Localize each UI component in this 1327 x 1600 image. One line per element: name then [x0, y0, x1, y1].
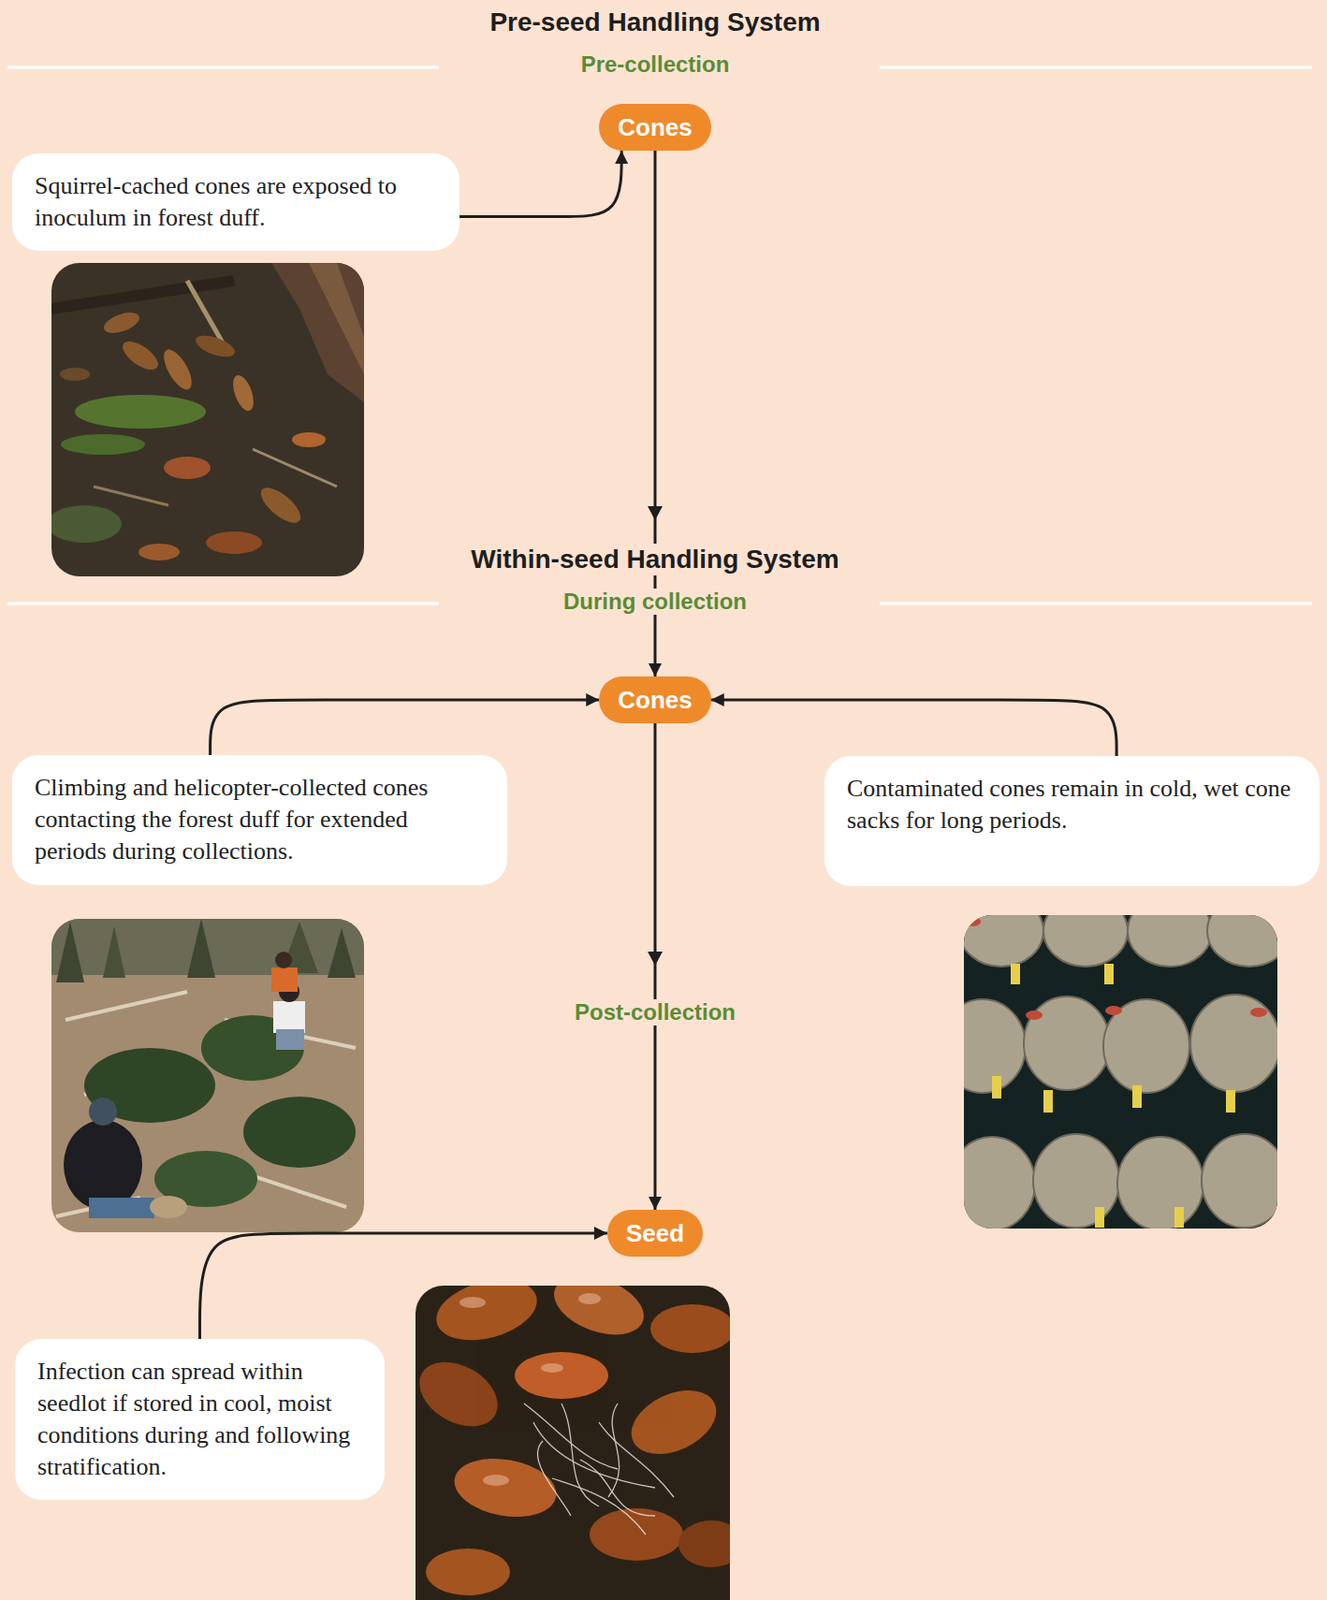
- flow-arrow: [654, 723, 657, 1211]
- note-box: Climbing and helicopter-collected cones …: [12, 755, 508, 886]
- section-heading: Pre-seed Handling System: [478, 6, 832, 39]
- phase-label: Pre-collection: [569, 51, 742, 79]
- divider-rules: [7, 67, 1313, 604]
- stage-name: Cones: [617, 112, 692, 143]
- infected-seed-photo: [415, 1285, 730, 1600]
- stage-pill: Cones: [598, 103, 711, 151]
- phase-label: During collection: [552, 588, 759, 616]
- cone-collection-photo: [51, 918, 365, 1233]
- stage-pill: Cones: [598, 676, 711, 724]
- flow-arrow: [459, 150, 622, 218]
- stage-name: Seed: [626, 1218, 685, 1249]
- flow-arrow: [200, 1233, 608, 1340]
- cone-sacks-photo: [963, 915, 1278, 1229]
- note-text: Infection can spread within seedlot if s…: [37, 1356, 361, 1484]
- note-text: Contaminated cones remain in cold, wet c…: [846, 772, 1296, 837]
- flow-arrow: [711, 699, 1117, 757]
- stage-name: Cones: [617, 685, 692, 715]
- note-box: Contaminated cones remain in cold, wet c…: [824, 756, 1320, 887]
- section-heading: Within-seed Handling System: [459, 543, 850, 576]
- note-text: Climbing and helicopter-collected cones …: [34, 772, 483, 868]
- stage-pill: Seed: [607, 1210, 703, 1257]
- phase-label: Post-collection: [563, 999, 747, 1027]
- flow-arrow: [210, 699, 600, 756]
- forest-duff-photo: [51, 262, 365, 577]
- note-box: Infection can spread within seedlot if s…: [14, 1339, 385, 1501]
- note-text: Squirrel-cached cones are exposed to ino…: [34, 170, 436, 234]
- note-box: Squirrel-cached cones are exposed to ino…: [12, 153, 460, 251]
